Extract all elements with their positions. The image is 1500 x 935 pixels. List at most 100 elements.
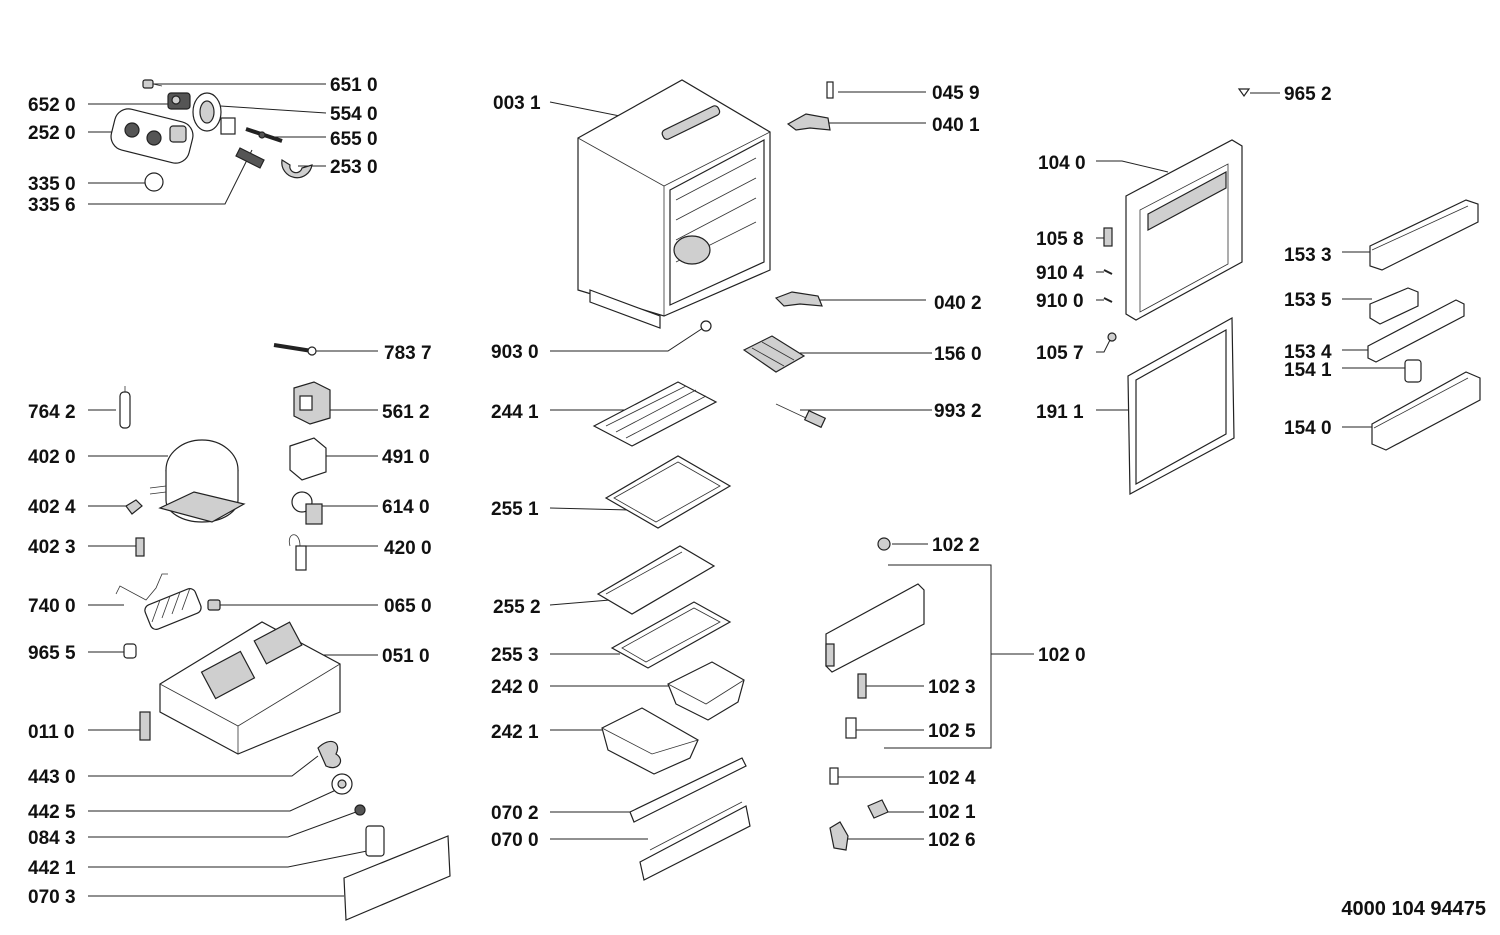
part-244-1-drawing <box>592 381 718 447</box>
part-070-0-drawing <box>639 801 751 881</box>
part-191-1-gasket-drawing <box>1127 316 1235 495</box>
part-040-1-drawing <box>786 113 831 131</box>
part-label-153-4: 153 4 <box>1284 342 1332 363</box>
part-label-242-0: 242 0 <box>491 677 539 698</box>
part-label-084-3: 084 3 <box>28 828 76 849</box>
part-255-2-drawing <box>596 545 716 615</box>
part-102-3-drawing <box>857 673 867 699</box>
part-491-0-drawing <box>289 437 327 481</box>
part-label-156-0: 156 0 <box>934 344 982 365</box>
part-label-154-1: 154 1 <box>1284 360 1332 381</box>
part-label-051-0: 051 0 <box>382 646 430 667</box>
part-label-764-2: 764 2 <box>28 402 76 423</box>
part-402-4-drawing <box>125 499 143 515</box>
part-label-065-0: 065 0 <box>384 596 432 617</box>
part-065-0-drawing <box>207 599 221 611</box>
part-drawings <box>110 79 1481 921</box>
part-label-335-6: 335 6 <box>28 195 76 216</box>
part-label-443-0: 443 0 <box>28 767 76 788</box>
part-label-253-0: 253 0 <box>330 157 378 178</box>
part-label-651-0: 651 0 <box>330 75 378 96</box>
part-554-0-drawing <box>192 92 236 135</box>
part-420-0-drawing <box>288 534 307 571</box>
part-255-3-drawing <box>610 601 732 669</box>
part-011-0-drawing <box>139 711 151 741</box>
part-label-965-2: 965 2 <box>1284 84 1332 105</box>
part-label-102-6: 102 6 <box>928 830 976 851</box>
part-242-1-drawing <box>601 707 699 775</box>
part-335-6-drawing <box>235 147 265 169</box>
part-label-652-0: 652 0 <box>28 95 76 116</box>
part-102-5-drawing <box>845 717 857 739</box>
part-label-561-2: 561 2 <box>382 402 430 423</box>
part-045-9-drawing <box>826 81 834 99</box>
part-label-965-5: 965 5 <box>28 643 76 664</box>
part-104-0-door-drawing <box>1125 139 1243 321</box>
part-label-104-0: 104 0 <box>1038 153 1086 174</box>
part-labels: 651 0 652 0 554 0 252 0 655 0 253 0 335 … <box>28 75 1486 920</box>
part-153-3-drawing <box>1369 199 1479 271</box>
part-label-554-0: 554 0 <box>330 104 378 125</box>
part-442-5-drawing <box>331 773 353 795</box>
part-764-2-drawing <box>119 386 131 429</box>
part-040-2-drawing <box>774 291 823 307</box>
part-label-154-0: 154 0 <box>1284 418 1332 439</box>
part-655-0-drawing <box>245 127 283 143</box>
part-label-255-2: 255 2 <box>493 597 541 618</box>
part-label-335-0: 335 0 <box>28 174 76 195</box>
part-051-0-base-drawing <box>159 621 341 755</box>
part-label-102-2: 102 2 <box>932 535 980 556</box>
part-910-4-drawing <box>1103 269 1113 275</box>
part-442-1-drawing <box>365 825 385 857</box>
part-label-910-4: 910 4 <box>1036 263 1084 284</box>
part-label-655-0: 655 0 <box>330 129 378 150</box>
part-label-255-1: 255 1 <box>491 499 539 520</box>
part-652-0-drawing <box>167 92 191 110</box>
part-label-442-1: 442 1 <box>28 858 76 879</box>
part-label-255-3: 255 3 <box>491 645 539 666</box>
part-label-614-0: 614 0 <box>382 497 430 518</box>
part-label-040-1: 040 1 <box>932 115 980 136</box>
part-242-0-drawing <box>667 661 745 721</box>
part-903-0-drawing <box>700 320 712 332</box>
part-label-442-5: 442 5 <box>28 802 76 823</box>
part-label-903-0: 903 0 <box>491 342 539 363</box>
part-label-740-0: 740 0 <box>28 596 76 617</box>
part-651-0-drawing <box>142 79 163 89</box>
part-label-102-0: 102 0 <box>1038 645 1086 666</box>
diagram-reference-number: 4000 104 94475 <box>1341 898 1486 920</box>
part-402-3-drawing <box>135 537 145 557</box>
part-label-402-0: 402 0 <box>28 447 76 468</box>
part-label-045-9: 045 9 <box>932 83 980 104</box>
part-561-2-drawing <box>293 381 331 425</box>
part-label-070-0: 070 0 <box>491 830 539 851</box>
part-102-2-drawing <box>877 537 891 551</box>
part-910-0-drawing <box>1103 297 1113 303</box>
part-153-5-drawing <box>1369 287 1419 325</box>
part-label-011-0: 011 0 <box>28 722 75 743</box>
part-153-4-drawing <box>1367 299 1465 363</box>
part-label-402-3: 402 3 <box>28 537 76 558</box>
part-label-420-0: 420 0 <box>384 538 432 559</box>
part-740-0-drawing <box>115 573 202 630</box>
part-783-7-drawing <box>273 343 317 356</box>
part-102-0-drawing <box>825 583 925 673</box>
leader-lines <box>88 83 1405 897</box>
part-102-1-drawing <box>867 799 889 819</box>
part-156-0-drawing <box>742 335 806 373</box>
part-154-0-drawing <box>1371 371 1481 451</box>
part-label-153-3: 153 3 <box>1284 245 1332 266</box>
part-label-070-3: 070 3 <box>28 887 76 908</box>
part-084-3-drawing <box>354 804 366 816</box>
part-003-1-cabinet-drawing <box>577 79 771 329</box>
part-label-402-4: 402 4 <box>28 497 76 518</box>
part-label-105-8: 105 8 <box>1036 229 1084 250</box>
part-993-2-drawing <box>775 403 827 429</box>
part-label-003-1: 003 1 <box>493 93 541 114</box>
part-402-0-compressor-drawing <box>149 439 246 523</box>
part-335-0-drawing <box>144 172 164 192</box>
part-253-0-drawing <box>281 159 313 179</box>
part-label-993-2: 993 2 <box>934 401 982 422</box>
part-443-0-drawing <box>317 740 341 769</box>
